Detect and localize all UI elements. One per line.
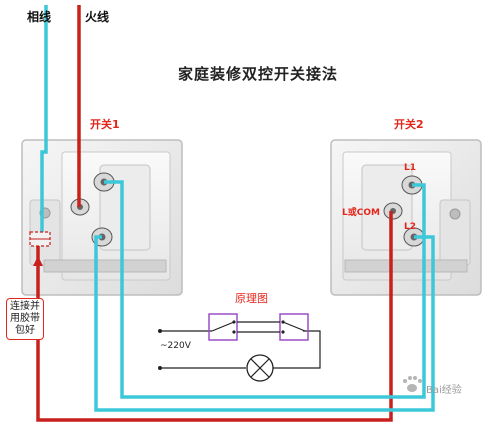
switch2-label: 开关2: [394, 118, 424, 131]
wire-connector-icon: [29, 231, 51, 247]
note-line-1: 连接并: [10, 301, 40, 312]
switch1-plate: [21, 139, 183, 296]
arrow-up-icon: [33, 256, 43, 295]
schematic-title: 原理图: [235, 292, 268, 305]
schematic: [158, 313, 321, 382]
page-title: 家庭装修双控开关接法: [178, 65, 339, 83]
neutral-wire-label: 相线: [27, 10, 52, 24]
watermark-paw-icon: [403, 376, 422, 392]
neutral-wire: [40, 5, 48, 234]
schematic-switch-2: [279, 313, 309, 341]
lamp-icon: [246, 354, 274, 382]
traveler-wire-2: [94, 235, 435, 412]
terminal-l2-label: L2: [404, 222, 416, 232]
terminal-l1-label: L1: [404, 163, 416, 173]
traveler-wire-1: [104, 180, 426, 399]
switch2-terminal-com: [383, 202, 403, 220]
watermark: Bai经验: [426, 385, 462, 396]
schematic-switch-1: [208, 313, 238, 341]
voltage-label: ~220V: [160, 341, 191, 351]
note-line-3: 包好: [15, 325, 35, 336]
terminal-lcom-label: L或COM: [342, 208, 380, 218]
connector-note: 连接并 用胶带 包好: [6, 298, 44, 340]
note-line-2: 用胶带: [10, 313, 40, 324]
switch1-label: 开关1: [90, 118, 120, 131]
live-wire-label: 火线: [85, 10, 110, 24]
